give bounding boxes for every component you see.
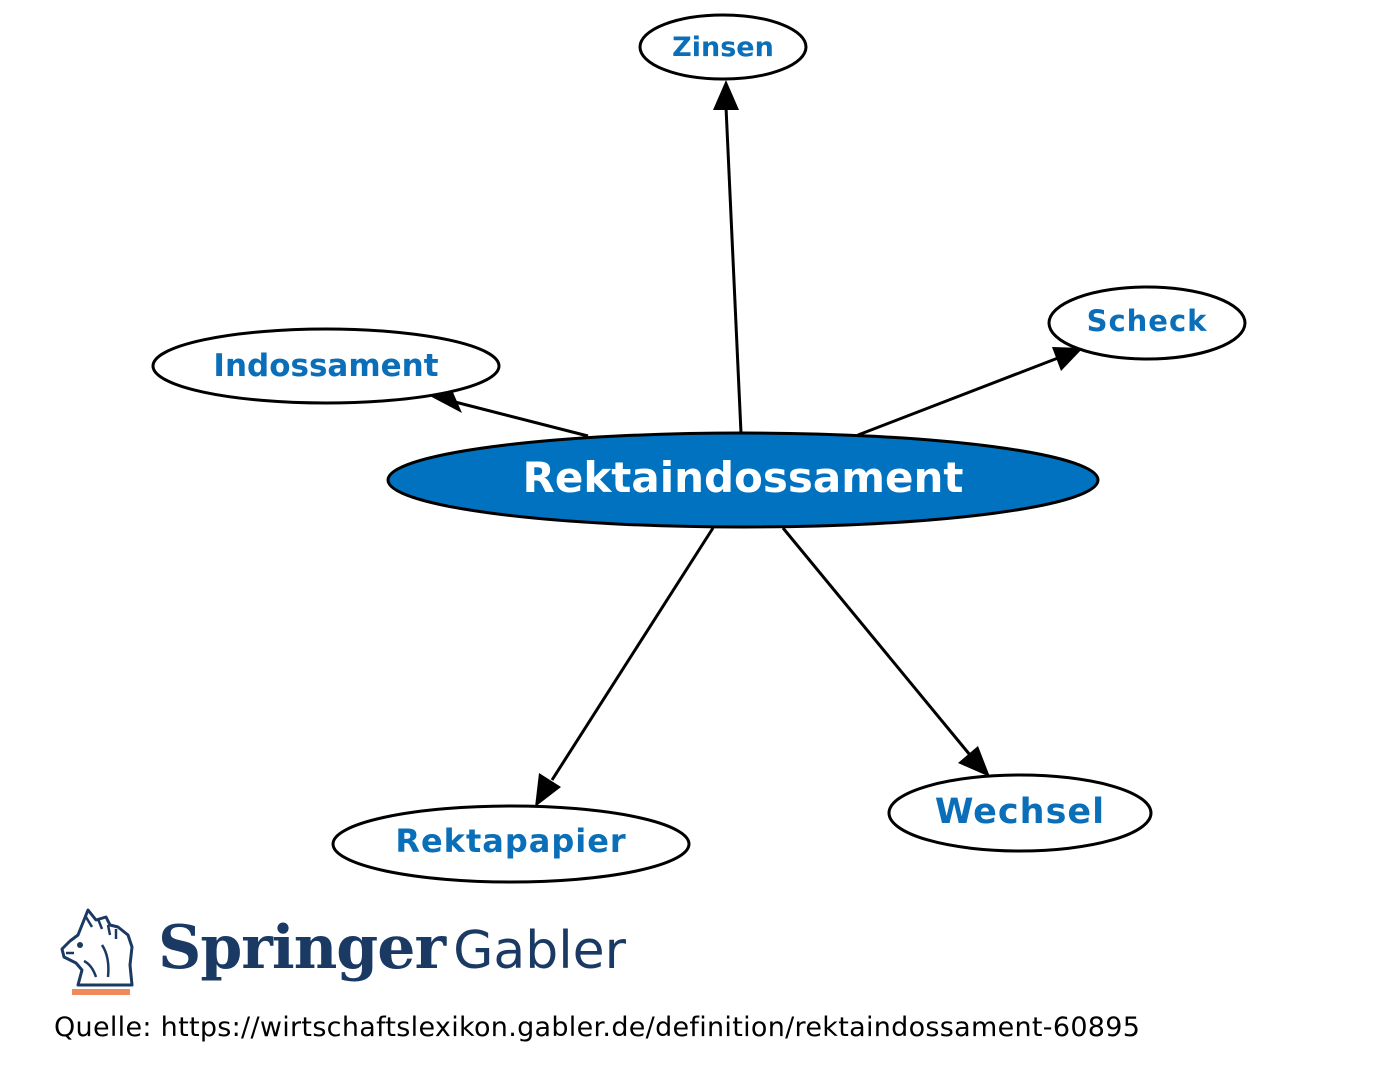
node-zinsen-label: Zinsen [672, 32, 774, 63]
edge-center-scheck [857, 356, 1059, 437]
node-rektapapier-shape [331, 804, 691, 884]
node-wechsel-shape [887, 773, 1153, 853]
node-wechsel-label: Wechsel [935, 792, 1105, 832]
source-citation: Quelle: https://wirtschaftslexikon.gable… [54, 1012, 1141, 1043]
node-indossament[interactable]: Indossament [151, 327, 501, 405]
arrowhead-scheck [1052, 347, 1083, 371]
node-rektapapier[interactable]: Rektapapier [331, 804, 691, 884]
node-indossament-shape [151, 327, 501, 405]
arrowhead-zinsen [713, 80, 739, 110]
edge-center-indossament [454, 400, 589, 438]
node-zinsen[interactable]: Zinsen [638, 13, 808, 81]
knight-chess-horse-icon [60, 908, 134, 995]
center-node-shape [386, 431, 1100, 529]
edge-center-rektapapier [550, 527, 715, 781]
brand-name-bold: Springer [158, 913, 446, 983]
node-wechsel[interactable]: Wechsel [887, 773, 1153, 853]
arrowhead-wechsel [958, 746, 990, 777]
center-node-label: Rektaindossament [523, 453, 964, 502]
node-scheck-label: Scheck [1087, 304, 1208, 338]
edges [428, 80, 1083, 807]
node-scheck[interactable]: Scheck [1047, 285, 1247, 361]
node-rektapapier-label: Rektapapier [395, 822, 626, 860]
edge-center-zinsen [724, 106, 743, 434]
edge-center-wechsel [781, 527, 972, 756]
center-node[interactable]: Rektaindossament [386, 431, 1100, 529]
node-zinsen-shape [638, 13, 808, 81]
brand-name-light: Gabler [453, 921, 627, 981]
arrowhead-rektapapier [535, 773, 561, 807]
node-scheck-shape [1047, 285, 1247, 361]
node-indossament-label: Indossament [213, 348, 438, 384]
